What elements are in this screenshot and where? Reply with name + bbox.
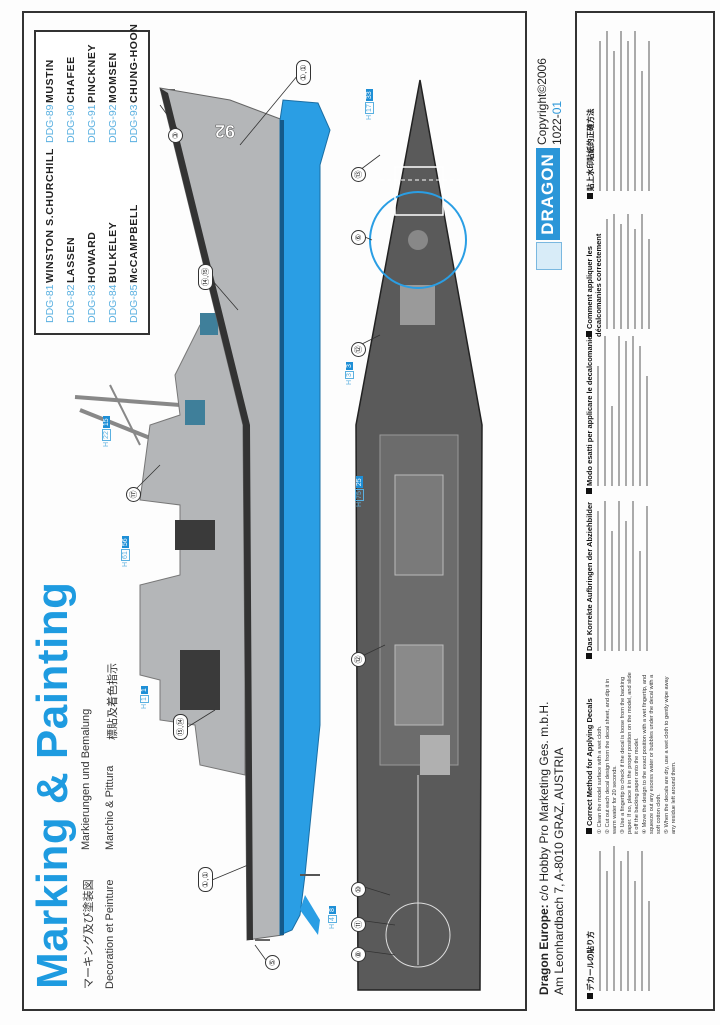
callout-10: ⑩ (351, 882, 366, 897)
side-view-ship: 92 (74, 87, 331, 941)
callout-5: ⑤ (265, 955, 280, 970)
callout-17: ⑰ (126, 487, 141, 502)
callout-1: ①,① (296, 60, 311, 85)
top-view-ship (355, 79, 483, 991)
gun-turret-plan (408, 230, 428, 250)
radar-panel (200, 313, 218, 335)
rudder (300, 895, 320, 935)
callout-11: ⑪ (351, 917, 366, 932)
callout-8: ⑧ (351, 947, 366, 962)
distributor-address: Dragon Europe: c/o Hobby Pro Marketing G… (537, 701, 566, 995)
boot-topping (280, 120, 284, 935)
hull-number: 92 (215, 121, 235, 141)
paint-chip: H7525 (355, 476, 364, 507)
window-block (175, 520, 215, 550)
dragon-emblem-icon (536, 242, 562, 270)
instructions-italian: Modo esatti per applicare le decalcomani… (585, 329, 653, 494)
paint-chip: H2215 (102, 416, 111, 447)
vls-aft (400, 285, 435, 325)
copyright: Copyright©2006 1022-01 (535, 58, 564, 145)
instructions-chinese: 貼上水印貼紙的正確方法 (585, 24, 655, 199)
callout-12: ⑫ (351, 342, 366, 357)
callout-12: ⑫ (351, 652, 366, 667)
vls-forward (420, 735, 450, 775)
callout-15-14: ⑮,⑭ (173, 713, 188, 740)
radar-panel (185, 400, 205, 425)
bridge-plan (394, 474, 444, 576)
instructions-japanese: デカールの貼り方 (585, 834, 655, 999)
callout-1: ①,① (198, 867, 213, 892)
callout-14-15: ⑭,⑮ (198, 263, 213, 290)
hangar-plan (394, 644, 444, 726)
paint-chip: H33 (345, 362, 354, 385)
paint-chip: H11 (140, 686, 149, 709)
gun-arc-marking (369, 191, 467, 289)
paint-chip: H6156 (121, 536, 130, 567)
hangar-door (180, 650, 220, 710)
hull-underwater (279, 99, 331, 936)
decal-instructions: デカールの貼り方 Correct Method for Applying Dec… (575, 11, 715, 1011)
callout-13: ⑬ (351, 167, 366, 182)
deck-edge (160, 88, 253, 940)
instructions-english: Correct Method for Applying Decals ① Cle… (585, 669, 679, 834)
instructions-german: Das Korrekte Aufbringen der Abziehbilder (585, 494, 653, 659)
marking-box (394, 166, 444, 216)
callout-3: ③ (168, 128, 183, 143)
paint-chip: H48 (328, 906, 337, 929)
paint-chip: H1733 (365, 89, 374, 120)
callout-6: ⑥ (351, 230, 366, 245)
instructions-french: Comment appliquer les décalcomanies corr… (585, 207, 655, 337)
